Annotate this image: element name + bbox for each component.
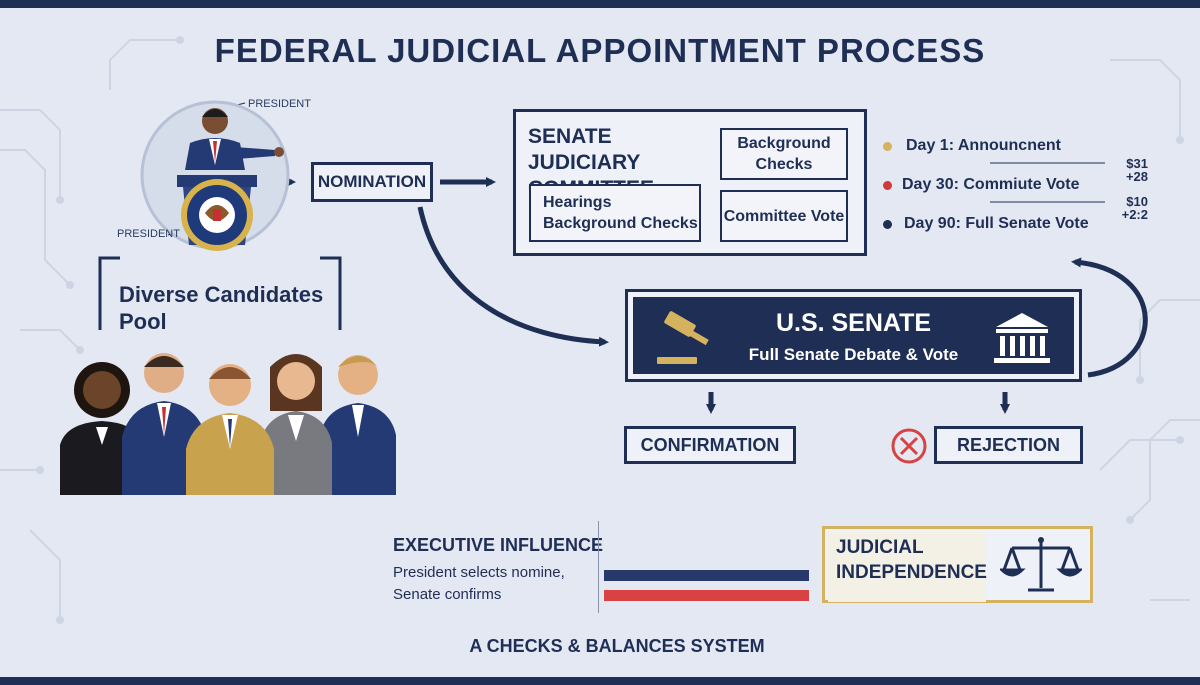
page-title: FEDERAL JUDICIAL APPOINTMENT PROCESS bbox=[214, 32, 986, 69]
judicial-independence-highlight bbox=[828, 532, 986, 602]
aside-line: +2:2 bbox=[1121, 207, 1148, 222]
navy-stripe bbox=[604, 570, 809, 581]
bottom-border bbox=[0, 677, 1200, 685]
confirmation-box: CONFIRMATION bbox=[624, 426, 796, 464]
timeline-aside-2: $10 +2:2 bbox=[1108, 195, 1148, 221]
candidates-group-illustration bbox=[60, 353, 396, 495]
divider-line bbox=[598, 521, 599, 613]
scales-of-justice-icon bbox=[1000, 537, 1082, 592]
nomination-box: NOMINATION bbox=[311, 162, 433, 202]
rejection-x-icon bbox=[891, 428, 927, 464]
timeline-dot-gold bbox=[883, 141, 892, 151]
timeline-label: Day 90: Full Senate Vote bbox=[904, 215, 1089, 232]
timeline-item-day90: Day 90: Full Senate Vote bbox=[883, 215, 1089, 233]
candidate-person-5 bbox=[320, 355, 396, 495]
footer-tagline: A CHECKS & BALANCES SYSTEM bbox=[469, 636, 765, 656]
timeline-item-day1: Day 1: Announcnent bbox=[883, 137, 1061, 155]
timeline-dot-red bbox=[883, 180, 892, 190]
timeline-label: Day 1: Announcnent bbox=[906, 137, 1061, 154]
senate-title: U.S. SENATE bbox=[775, 309, 932, 337]
us-senate-box: U.S. SENATE Full Senate Debate & Vote bbox=[625, 289, 1082, 382]
timeline-label: Day 30: Commiute Vote bbox=[902, 176, 1080, 193]
timeline-dot-navy bbox=[883, 219, 892, 229]
timeline-aside-1: $31 +28 bbox=[1108, 157, 1148, 183]
capitol-building-icon bbox=[994, 313, 1050, 363]
background-checks-label: Background Checks bbox=[737, 135, 831, 173]
senate-subtitle: Full Senate Debate & Vote bbox=[748, 345, 959, 364]
aside-line: +28 bbox=[1125, 169, 1148, 184]
hearings-box: Hearings Background Checks bbox=[529, 184, 701, 242]
red-stripe bbox=[604, 590, 809, 601]
candidates-pool-title: Diverse Candidates Pool bbox=[119, 282, 324, 334]
executive-influence-description: President selects nomine, Senate confirm… bbox=[393, 564, 565, 603]
president-illustration bbox=[140, 100, 290, 251]
nomination-label: NOMINATION bbox=[317, 172, 427, 191]
judicial-independence-title: JUDICIAL INDEPENDENCE bbox=[836, 537, 987, 583]
aside-line: $31 bbox=[1126, 156, 1148, 171]
background-checks-box: Background Checks bbox=[720, 128, 848, 180]
executive-influence-title: EXECUTIVE INFLUENCE bbox=[393, 535, 604, 555]
hearings-label: Hearings Background Checks bbox=[543, 194, 698, 232]
president-label-bottom: PRESIDENT bbox=[117, 228, 180, 240]
arrow-nomination-to-senate bbox=[417, 206, 609, 347]
committee-vote-box: Committee Vote bbox=[720, 190, 848, 242]
top-border bbox=[0, 0, 1200, 8]
us-senate-panel: U.S. SENATE Full Senate Debate & Vote bbox=[633, 297, 1074, 374]
candidate-person-3 bbox=[186, 364, 274, 495]
arrow-senate-loop bbox=[1071, 257, 1148, 378]
pool-bracket bbox=[98, 256, 342, 330]
timeline-item-day30: Day 30: Commiute Vote bbox=[883, 176, 1080, 194]
rejection-box: REJECTION bbox=[934, 426, 1083, 464]
gavel-icon bbox=[657, 311, 709, 364]
aside-line: $10 bbox=[1126, 194, 1148, 209]
committee-vote-label: Committee Vote bbox=[723, 207, 845, 225]
candidate-person-4 bbox=[260, 354, 332, 495]
confirmation-label: CONFIRMATION bbox=[640, 434, 780, 455]
president-label-top: PRESIDENT bbox=[248, 98, 311, 110]
timeline-leader-lines bbox=[990, 162, 1105, 203]
candidate-person-2 bbox=[122, 353, 206, 495]
rejection-label: REJECTION bbox=[956, 434, 1061, 455]
